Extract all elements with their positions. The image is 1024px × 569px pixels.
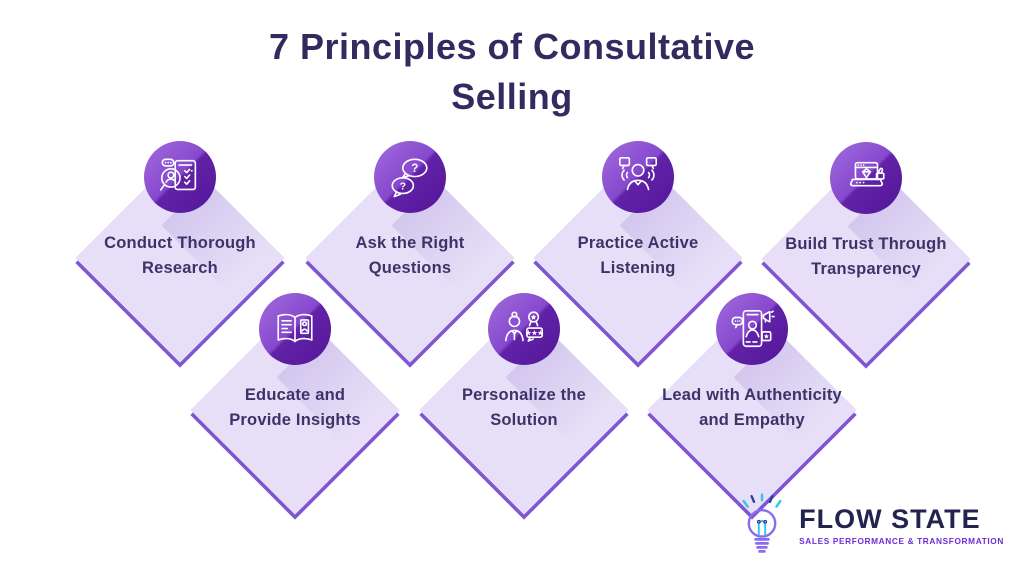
principle-label: Practice Active Listening xyxy=(577,234,699,277)
principle-label: Build Trust Through Transparency xyxy=(785,235,947,278)
lightbulb-icon xyxy=(738,493,786,557)
icon-badge xyxy=(144,141,216,213)
open-book-icon xyxy=(277,313,313,343)
svg-text:?: ? xyxy=(400,181,406,193)
page-title: 7 Principles of Consultative Selling xyxy=(268,26,756,117)
principle-label: Personalize the Solution xyxy=(461,386,587,429)
icon-badge xyxy=(716,293,788,365)
principle-label: Ask the Right Questions xyxy=(355,234,465,277)
svg-text:?: ? xyxy=(411,163,418,175)
phone-megaphone-icon xyxy=(731,309,775,348)
icon-badge: ? ? xyxy=(374,141,446,213)
brand-name: FLOW STATE xyxy=(799,503,981,534)
principle-label: Lead with Authenticity and Empathy xyxy=(662,386,842,429)
icon-badge xyxy=(259,293,331,365)
icon-badge: ★★★ xyxy=(488,293,560,365)
svg-text:★★★: ★★★ xyxy=(526,329,545,337)
active-listening-icon xyxy=(618,157,658,191)
brand-tagline: SALES PERFORMANCE & TRANSFORMATION xyxy=(799,535,1004,546)
question-bubbles-icon: ? ? xyxy=(391,158,428,198)
brand-logo: FLOW STATE SALES PERFORMANCE & TRANSFORM… xyxy=(738,493,1004,557)
principle-label: Educate and Provide Insights xyxy=(229,386,361,429)
icon-badge xyxy=(830,142,902,214)
laptop-trust-icon xyxy=(849,161,885,187)
icon-badge xyxy=(602,141,674,213)
magnifier-research-icon xyxy=(159,158,197,191)
person-award-icon: ★★★ xyxy=(504,311,545,342)
principle-label: Conduct Thorough Research xyxy=(104,234,256,277)
